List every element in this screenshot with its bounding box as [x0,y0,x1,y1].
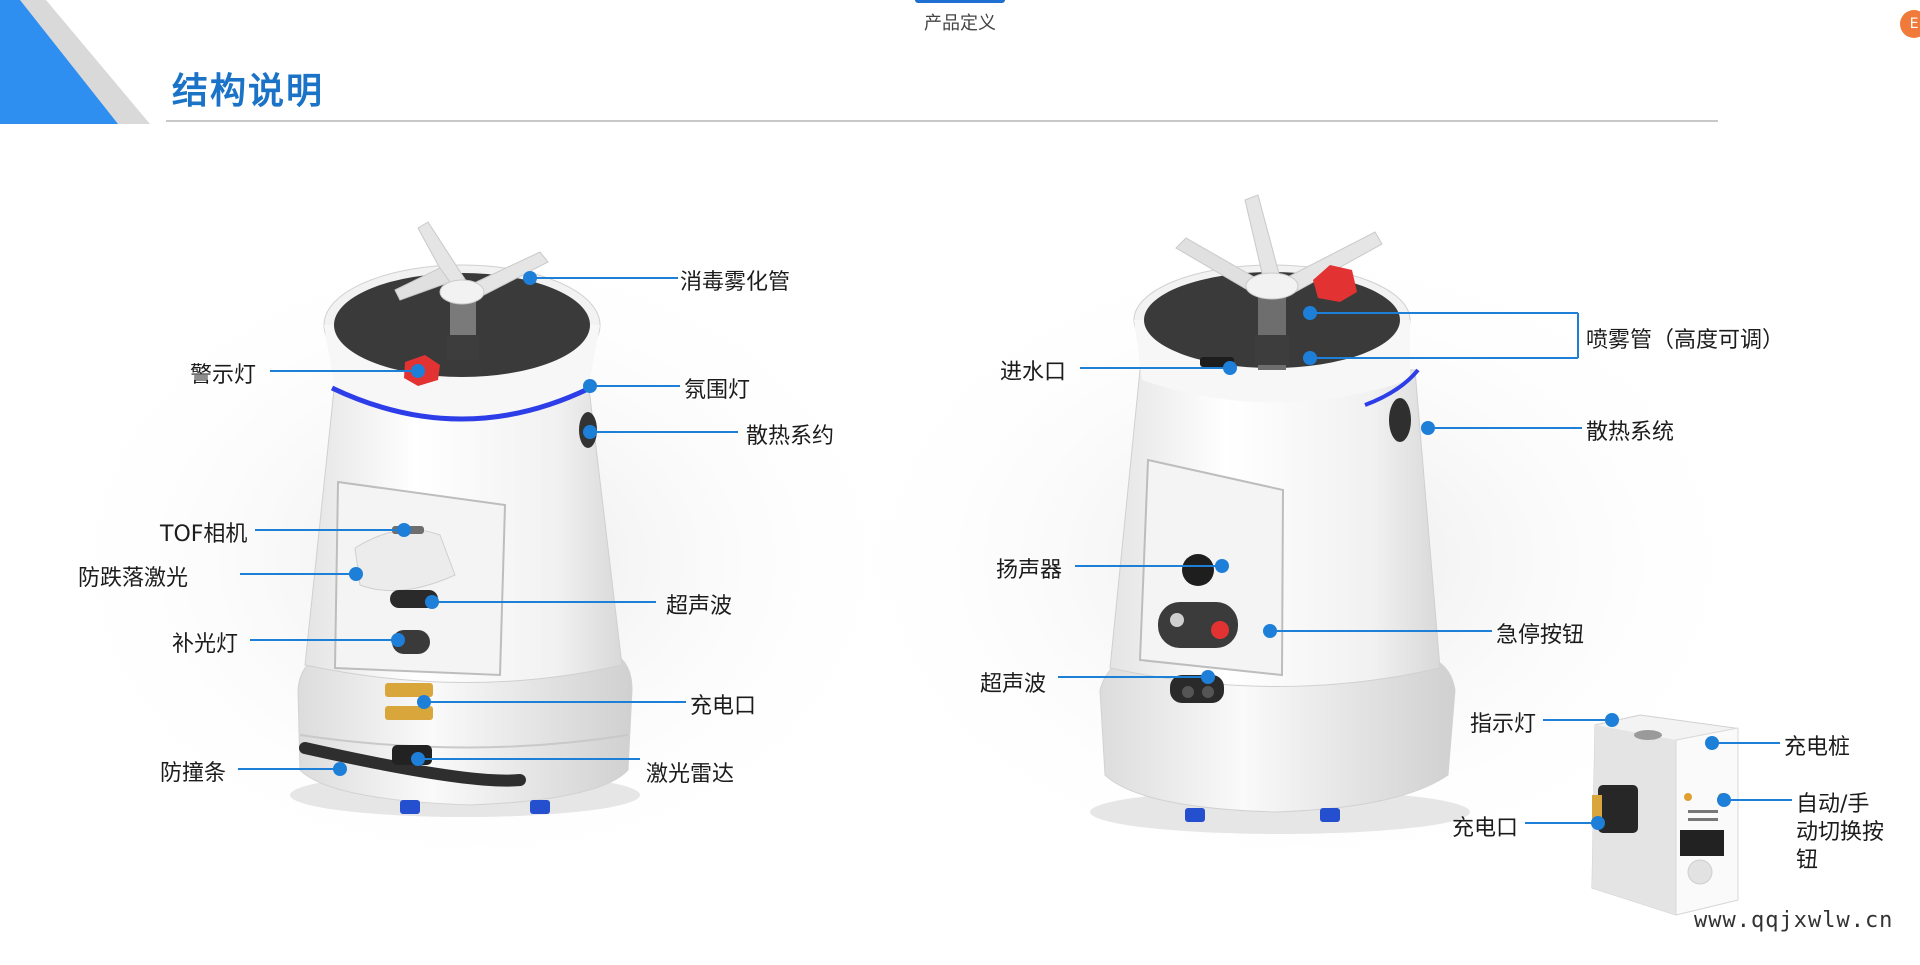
label-charge-pile: 充电桩 [1784,735,1851,760]
label-anti-fall-laser: 防跌落激光 [78,566,189,591]
section-tab[interactable]: 产品定义 [915,0,1005,35]
watermark: www.qqjxwlw.cn [1694,908,1894,933]
label-fill-light: 补光灯 [172,632,239,657]
label-spray-tube: 喷雾管（高度可调） [1586,328,1785,353]
brand-logo-icon: E [1900,10,1920,38]
label-ambient-light: 氛围灯 [684,378,751,403]
label-water-inlet: 进水口 [1000,360,1067,385]
label-charge-port-charger: 充电口 [1452,816,1519,841]
label-charge-port-left: 充电口 [690,694,757,719]
charging-station [1591,714,1739,916]
label-ultrasonic-left: 超声波 [666,594,733,619]
label-cooling-right: 散热系统 [1586,420,1675,445]
left-robot [290,221,640,817]
leader-lines [238,277,1792,824]
label-indicator: 指示灯 [1470,712,1537,737]
label-switch-line3: 钮 [1796,848,1819,873]
label-speaker: 扬声器 [996,558,1063,583]
title-divider [166,120,1718,122]
corner-decoration [0,0,150,124]
tab-indicator [915,0,1005,3]
label-tof-camera: TOF相机 [160,522,248,547]
label-warning-light: 警示灯 [190,363,257,388]
callout-dots [333,271,1731,830]
page-title: 结构说明 [172,71,325,112]
right-robot [1090,194,1470,834]
label-disinfect-tube: 消毒雾化管 [680,270,791,295]
label-switch-line1: 自动/手 [1796,792,1870,817]
tab-label: 产品定义 [924,13,996,34]
label-bumper: 防撞条 [160,761,227,786]
label-lidar: 激光雷达 [646,762,735,787]
label-switch-line2: 动切换按 [1796,820,1885,845]
label-estop: 急停按钮 [1496,623,1585,648]
label-ultrasonic-right: 超声波 [980,672,1047,697]
label-cooling-left: 散热系约 [746,424,835,449]
